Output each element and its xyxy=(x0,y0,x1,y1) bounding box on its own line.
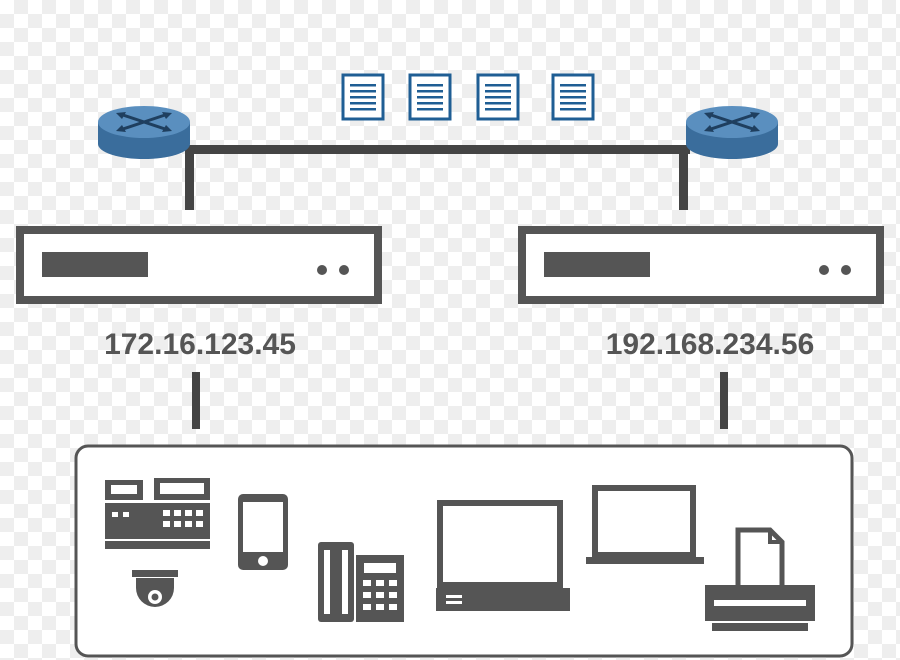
wan-link xyxy=(185,145,690,210)
cash-register-icon xyxy=(105,478,210,549)
left-gateway-appliance-icon xyxy=(16,226,382,304)
document-icon xyxy=(341,73,385,121)
right-router-icon xyxy=(686,106,778,159)
document-icon xyxy=(476,73,520,121)
smartphone-icon xyxy=(238,494,288,570)
security-camera-icon xyxy=(132,570,178,607)
right-gateway-appliance-icon xyxy=(518,226,884,304)
desk-phone-icon xyxy=(318,542,404,622)
printer-icon xyxy=(705,527,815,631)
left-ip-address: 172.16.123.45 xyxy=(104,328,296,361)
left-lan-link xyxy=(192,372,200,429)
document-icon xyxy=(551,73,595,121)
right-lan-link xyxy=(720,372,728,429)
left-router-icon xyxy=(98,106,190,159)
desktop-computer-icon xyxy=(436,500,570,611)
document-icon xyxy=(408,73,452,121)
right-ip-address: 192.168.234.56 xyxy=(606,328,815,361)
laptop-icon xyxy=(586,485,704,564)
